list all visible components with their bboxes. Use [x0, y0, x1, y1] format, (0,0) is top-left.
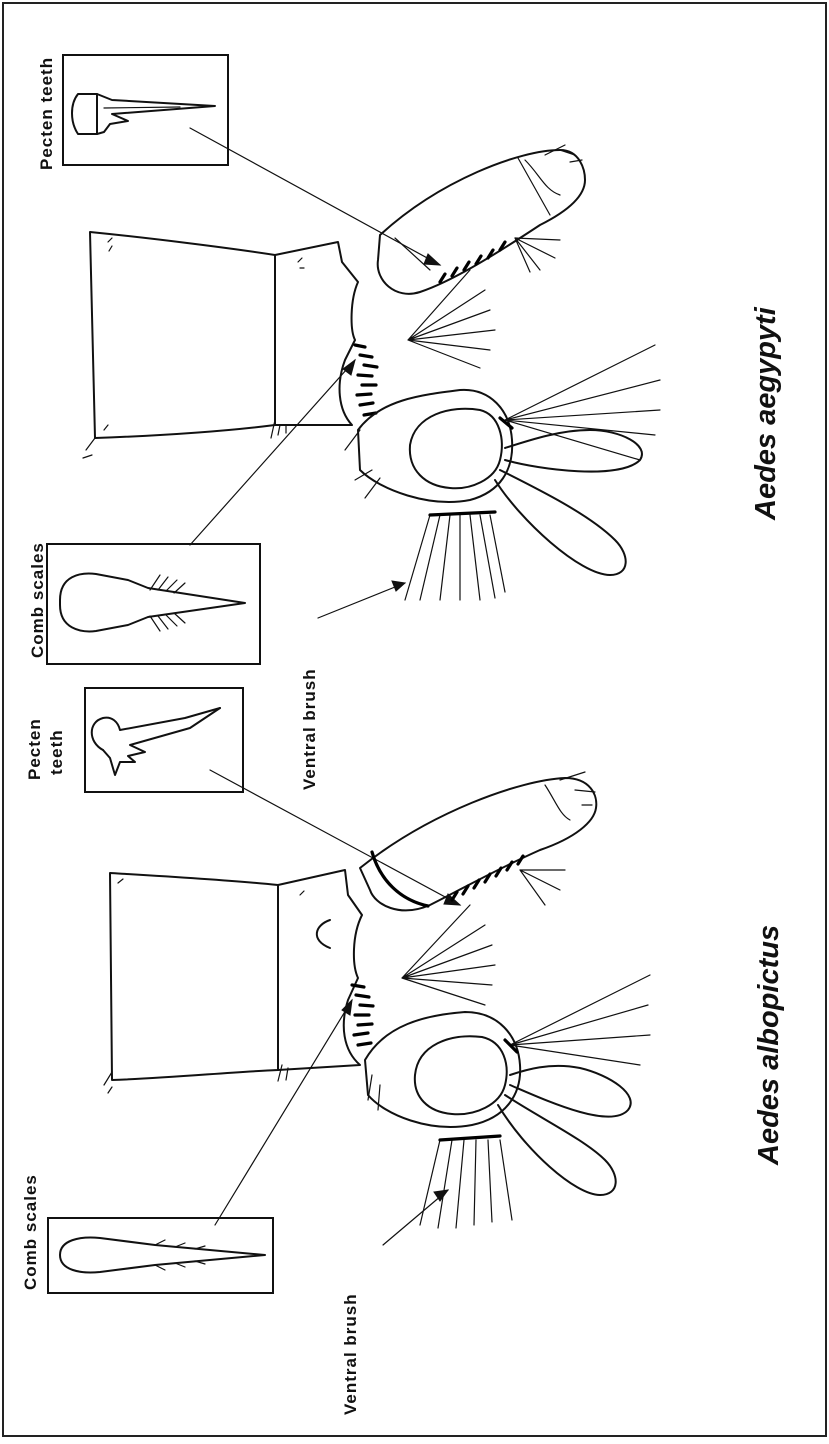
label-ventral-brush-aegypti: Ventral brush	[300, 668, 319, 790]
label-pecten-teeth-aegypti: Pecten teeth	[37, 57, 56, 170]
label-comb-scales-albopictus: Comb scales	[21, 1174, 40, 1290]
species-name-aegypti: Aedes aegypyti	[750, 306, 782, 521]
leader-lines-albopictus	[210, 770, 460, 1245]
panel-aedes-aegypti: Pecten teeth Comb scales Ventral brush A…	[28, 55, 782, 790]
larva-body-aegypti	[83, 145, 660, 600]
comb-inset-albopictus	[48, 1218, 273, 1293]
label-pecten-aegypti-line1-albopictus: Pecten	[25, 718, 44, 780]
larva-body-albopictus	[104, 772, 650, 1228]
panel-aedes-albopictus: Pecten teeth Comb scales Ventral brush A…	[21, 688, 785, 1415]
pecten-inset-aegypti	[63, 55, 228, 165]
pecten-inset-albopictus	[85, 688, 243, 792]
species-name-albopictus: Aedes albopictus	[753, 925, 785, 1166]
comb-inset-aegypti	[47, 544, 260, 664]
label-pecten-line2-albopictus: teeth	[47, 729, 66, 775]
label-ventral-brush-albopictus: Ventral brush	[341, 1293, 360, 1415]
label-comb-scales-aegypti: Comb scales	[28, 542, 47, 658]
